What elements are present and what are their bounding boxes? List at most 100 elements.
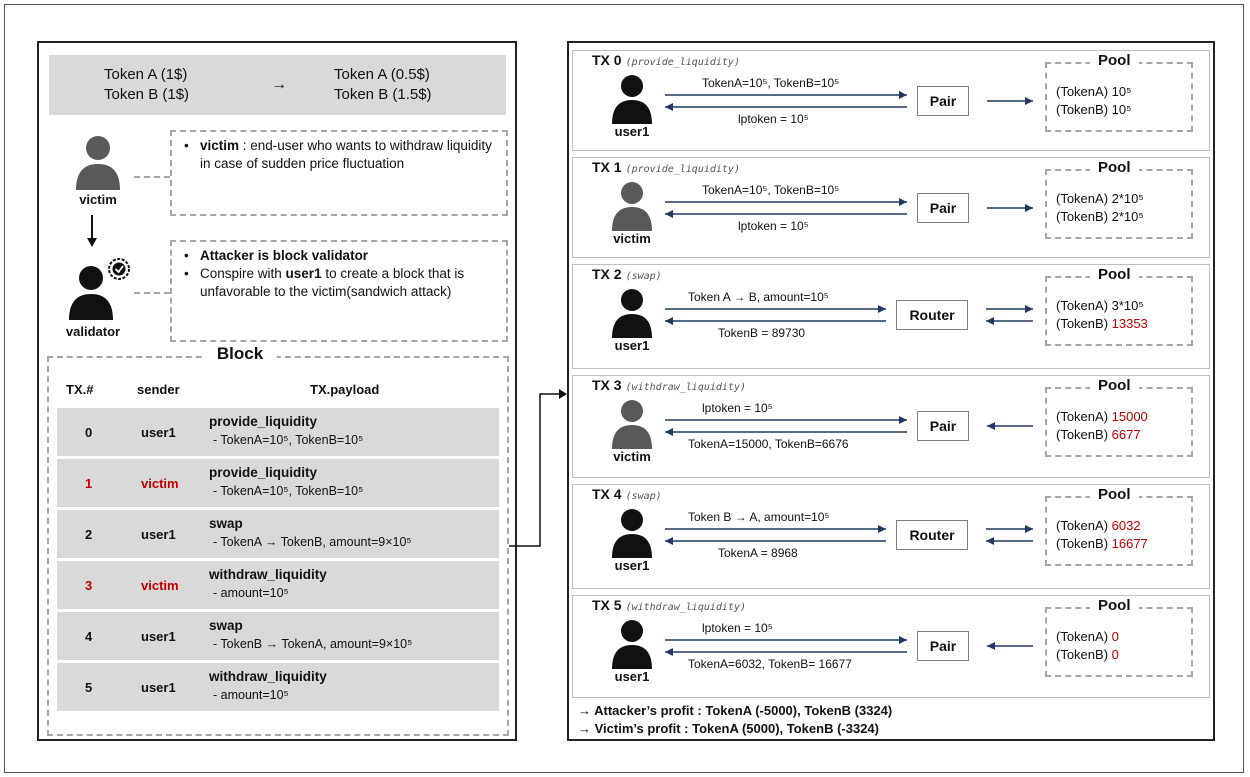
tx-response-label: TokenB = 89730 bbox=[718, 326, 806, 340]
tx-sender: user1 bbox=[141, 680, 176, 695]
tx-response-label: TokenA = 8968 bbox=[718, 546, 798, 560]
tx-id: TX 5 bbox=[592, 597, 622, 613]
pool-token-a-label: (TokenA) bbox=[1056, 518, 1112, 533]
tx-request-label: TokenA=10⁵, TokenB=10⁵ bbox=[702, 183, 840, 197]
pool-token-a-label: (TokenA) bbox=[1056, 84, 1112, 99]
col-header-tx: TX.# bbox=[66, 382, 94, 397]
pool-token-a: (TokenA) 2*10⁵ bbox=[1056, 190, 1144, 208]
pool-token-b-label: (TokenB) bbox=[1056, 316, 1112, 331]
pool-token-b: (TokenB) 16677 bbox=[1056, 535, 1148, 553]
block-overview-panel bbox=[37, 41, 517, 741]
verified-badge-icon bbox=[108, 258, 130, 280]
person-icon bbox=[612, 289, 652, 338]
pool-token-a-label: (TokenA) bbox=[1056, 298, 1112, 313]
tx-title: TX 1(provide_liquidity) bbox=[592, 159, 740, 175]
validator-note-post: to create a block that is unfavorable to… bbox=[200, 266, 465, 299]
tx-title: TX 3(withdraw_liquidity) bbox=[592, 377, 746, 393]
tx-id: TX 0 bbox=[592, 52, 622, 68]
tx-detail: - amount=10⁵ bbox=[213, 586, 289, 600]
pair-box: Pair bbox=[917, 193, 969, 223]
tx-id: TX 2 bbox=[592, 266, 622, 282]
price-before-b: Token B (1$) bbox=[104, 86, 190, 103]
pool-token-b-value: 13353 bbox=[1111, 316, 1148, 331]
block-table bbox=[47, 356, 509, 736]
tx-sender: user1 bbox=[141, 527, 176, 542]
router-box: Router bbox=[896, 520, 968, 550]
pool-token-a-value: 6032 bbox=[1111, 518, 1141, 533]
tx-number: 0 bbox=[85, 425, 93, 440]
col-header-sender: sender bbox=[137, 382, 180, 397]
validator-note-line1: Attacker is block validator bbox=[200, 248, 369, 263]
tx-user-label: user1 bbox=[614, 558, 650, 573]
tx-box bbox=[572, 264, 1210, 369]
victim-note-bold: victim bbox=[200, 138, 240, 153]
tx-box bbox=[572, 157, 1210, 258]
tx-request-label: TokenA=10⁵, TokenB=10⁵ bbox=[702, 76, 840, 90]
tx-title: TX 0(provide_liquidity) bbox=[592, 52, 740, 68]
tx-user-label: user1 bbox=[614, 124, 650, 139]
victim-profit: → Victim’s profit : TokenA (5000), Token… bbox=[578, 721, 879, 736]
validator-note-pre: Conspire with bbox=[200, 266, 286, 281]
tx-operation: provide_liquidity bbox=[209, 414, 318, 429]
tx-operation: provide_liquidity bbox=[209, 465, 318, 480]
tx-title: TX 4(swap) bbox=[592, 486, 662, 502]
transactions-panel bbox=[567, 41, 1215, 741]
pool-token-b-value: 2*10⁵ bbox=[1111, 209, 1144, 224]
price-change-bar: Token A (1$) Token B (1$) → Token A (0.5… bbox=[49, 55, 506, 115]
tx-id: TX 4 bbox=[592, 486, 622, 502]
pool-token-b: (TokenB) 10⁵ bbox=[1056, 101, 1132, 119]
pool-title: Pool bbox=[1090, 159, 1139, 176]
tx-sender: victim bbox=[141, 476, 179, 491]
tx-response-label: lptoken = 10⁵ bbox=[738, 219, 809, 233]
validator-note-user: user1 bbox=[285, 266, 322, 281]
price-arrow: → bbox=[271, 76, 287, 93]
tx-id: TX 1 bbox=[592, 159, 622, 175]
tx-number: 4 bbox=[85, 629, 93, 644]
victim-note-text: : end-user who wants to withdraw liquidi… bbox=[200, 138, 492, 171]
price-before-a: Token A (1$) bbox=[104, 66, 188, 83]
pair-box: Pair bbox=[917, 411, 969, 441]
tx-detail: - amount=10⁵ bbox=[213, 688, 289, 702]
tx-sender: user1 bbox=[141, 629, 176, 644]
tx-user-label: victim bbox=[613, 449, 651, 464]
tx-operation: withdraw_liquidity bbox=[209, 669, 327, 684]
validator-note-connector bbox=[134, 292, 170, 294]
pool-token-a-label: (TokenA) bbox=[1056, 629, 1112, 644]
pool-title: Pool bbox=[1090, 266, 1139, 283]
tx-user-label: victim bbox=[613, 231, 651, 246]
tx-operation: withdraw_liquidity bbox=[209, 567, 327, 582]
person-icon bbox=[612, 620, 652, 669]
tx-user-label: user1 bbox=[614, 669, 650, 684]
pool-token-b-label: (TokenB) bbox=[1056, 647, 1112, 662]
tx-box bbox=[572, 375, 1210, 478]
tx-function-tag: (swap) bbox=[625, 271, 662, 282]
pool-title: Pool bbox=[1090, 52, 1139, 69]
pool-token-b-label: (TokenB) bbox=[1056, 536, 1112, 551]
pool-token-b-label: (TokenB) bbox=[1056, 427, 1112, 442]
tx-number: 1 bbox=[85, 476, 93, 491]
tx-number: 2 bbox=[85, 527, 93, 542]
person-icon bbox=[612, 75, 652, 124]
pool-token-b: (TokenB) 0 bbox=[1056, 646, 1119, 664]
tx-title: TX 5(withdraw_liquidity) bbox=[592, 597, 746, 613]
pool-token-a-label: (TokenA) bbox=[1056, 191, 1112, 206]
pool-token-b-value: 0 bbox=[1111, 647, 1119, 662]
person-icon bbox=[612, 182, 652, 231]
tx-response-label: lptoken = 10⁵ bbox=[738, 112, 809, 126]
pool-token-b-value: 16677 bbox=[1111, 536, 1148, 551]
figure-frame bbox=[4, 4, 1244, 773]
pair-box: Pair bbox=[917, 631, 969, 661]
victim-person-icon bbox=[73, 134, 123, 197]
tx-box bbox=[572, 50, 1210, 151]
tx-user-label: user1 bbox=[614, 338, 650, 353]
tx-function-tag: (withdraw_liquidity) bbox=[625, 382, 746, 393]
tx-function-tag: (provide_liquidity) bbox=[625, 57, 740, 68]
attacker-profit: → Attacker’s profit : TokenA (-5000), To… bbox=[578, 703, 893, 718]
tx-number: 5 bbox=[85, 680, 93, 695]
validator-person-icon bbox=[68, 256, 132, 327]
pool-token-a: (TokenA) 3*10⁵ bbox=[1056, 297, 1144, 315]
tx-sender: victim bbox=[141, 578, 179, 593]
